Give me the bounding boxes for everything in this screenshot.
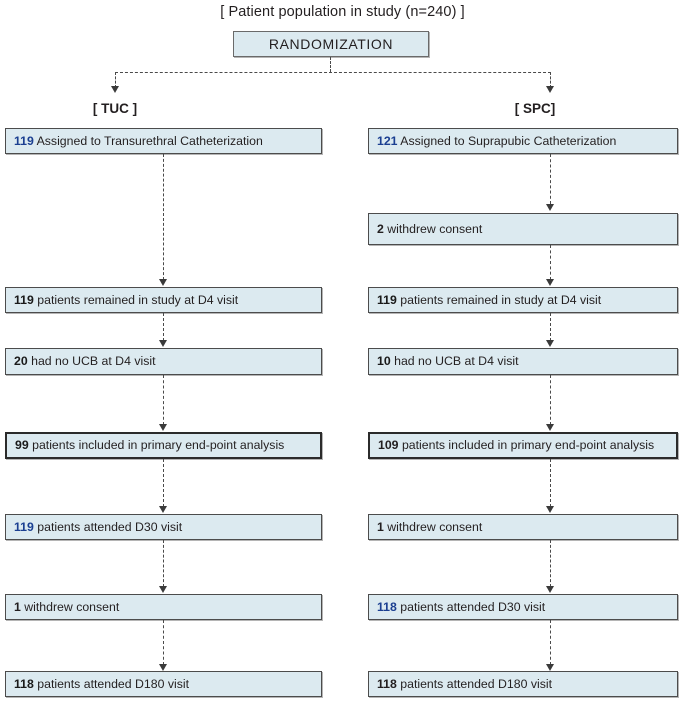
randomization-stem [330,57,331,72]
right-step-5-number: 1 [377,519,384,534]
right-arrow-1 [546,279,554,286]
left-step-2-number: 20 [14,354,28,369]
left-connector-0 [163,154,164,280]
left-step-4: 119 patients attended D30 visit [5,514,322,540]
left-step-0-number: 119 [14,133,34,148]
right-step-3-text: 10 had no UCB at D4 visit [369,354,519,368]
left-step-1-text: 119 patients remained in study at D4 vis… [6,293,238,307]
left-connector-3 [163,459,164,507]
left-step-2-text: 20 had no UCB at D4 visit [6,354,156,368]
branch-right-arrow [546,86,554,93]
left-connector-5 [163,620,164,665]
left-arrow-2 [159,424,167,431]
arm-label-right: [ SPC] [514,101,556,116]
branch-right-line [550,72,551,88]
left-arrow-0 [159,279,167,286]
right-arrow-2 [546,340,554,347]
right-step-1: 2 withdrew consent [368,213,678,245]
left-step-6-number: 118 [14,676,34,691]
right-step-2-text: 119 patients remained in study at D4 vis… [369,293,601,307]
left-step-1-number: 119 [14,292,34,307]
right-arrow-5 [546,586,554,593]
right-step-5-label: withdrew consent [383,519,483,534]
randomization-label: RANDOMIZATION [268,35,394,52]
left-step-4-label: patients attended D30 visit [33,519,183,534]
arm-label-left: [ TUC ] [92,101,138,116]
left-step-2: 20 had no UCB at D4 visit [5,348,322,375]
left-step-4-number: 119 [14,519,34,534]
right-step-7: 118 patients attended D180 visit [368,671,678,697]
branch-left-arrow [111,86,119,93]
right-connector-0 [550,154,551,204]
right-step-3-number: 10 [377,354,391,369]
left-step-4-text: 119 patients attended D30 visit [6,520,182,534]
right-connector-3 [550,375,551,425]
left-arrow-4 [159,586,167,593]
left-step-0-text: 119 Assigned to Transurethral Catheteriz… [6,134,263,148]
right-connector-4 [550,459,551,507]
right-step-7-number: 118 [377,676,397,691]
right-step-6-text: 118 patients attended D30 visit [369,600,545,614]
left-arrow-1 [159,340,167,347]
right-connector-1 [550,245,551,280]
right-step-2: 119 patients remained in study at D4 vis… [368,287,678,313]
right-step-2-label: patients remained in study at D4 visit [396,292,602,307]
right-arrow-4 [546,506,554,513]
right-step-1-text: 2 withdrew consent [369,222,482,236]
left-step-3: 99 patients included in primary end-poin… [5,432,322,459]
left-step-0-label: Assigned to Transurethral Catheterizatio… [33,133,263,148]
left-step-3-text: 99 patients included in primary end-poin… [7,438,284,452]
left-step-6: 118 patients attended D180 visit [5,671,322,697]
right-step-1-label: withdrew consent [383,221,483,236]
right-step-6: 118 patients attended D30 visit [368,594,678,620]
right-step-7-label: patients attended D180 visit [396,676,553,691]
right-step-5: 1 withdrew consent [368,514,678,540]
right-arrow-0 [546,204,554,211]
left-step-5-number: 1 [14,599,21,614]
left-step-0: 119 Assigned to Transurethral Catheteriz… [5,128,322,154]
right-step-0-text: 121 Assigned to Suprapubic Catheterizati… [369,134,616,148]
right-step-5-text: 1 withdrew consent [369,520,482,534]
left-step-3-label: patients included in primary end-point a… [28,438,285,453]
right-connector-2 [550,313,551,341]
randomization-box: RANDOMIZATION [233,31,429,57]
right-connector-5 [550,540,551,587]
right-step-7-text: 118 patients attended D180 visit [369,677,552,691]
left-step-1: 119 patients remained in study at D4 vis… [5,287,322,313]
left-arrow-3 [159,506,167,513]
right-connector-6 [550,620,551,665]
right-arrow-3 [546,424,554,431]
left-step-1-label: patients remained in study at D4 visit [33,292,239,307]
left-connector-2 [163,375,164,425]
branch-left-line [115,72,116,88]
right-step-0-label: Assigned to Suprapubic Catheterization [397,133,617,148]
page-title: [ Patient population in study (n=240) ] [220,4,465,20]
right-step-4: 109 patients included in primary end-poi… [368,432,678,459]
left-step-5-label: withdrew consent [20,599,120,614]
right-step-4-label: patients included in primary end-point a… [398,438,655,453]
right-step-4-text: 109 patients included in primary end-poi… [370,438,654,452]
left-connector-1 [163,313,164,341]
branch-horizontal [115,72,551,73]
right-arrow-6 [546,664,554,671]
left-arrow-5 [159,664,167,671]
right-step-1-number: 2 [377,221,384,236]
left-step-6-label: patients attended D180 visit [33,676,190,691]
right-step-2-number: 119 [377,292,397,307]
right-step-4-number: 109 [378,438,399,453]
left-step-5: 1 withdrew consent [5,594,322,620]
right-step-6-label: patients attended D30 visit [396,599,546,614]
right-step-3-label: had no UCB at D4 visit [390,354,519,369]
left-connector-4 [163,540,164,587]
left-step-2-label: had no UCB at D4 visit [27,354,156,369]
right-step-6-number: 118 [377,599,397,614]
right-step-0: 121 Assigned to Suprapubic Catheterizati… [368,128,678,154]
left-step-3-number: 99 [15,438,29,453]
right-step-3: 10 had no UCB at D4 visit [368,348,678,375]
left-step-5-text: 1 withdrew consent [6,600,119,614]
right-step-0-number: 121 [377,133,398,148]
left-step-6-text: 118 patients attended D180 visit [6,677,189,691]
